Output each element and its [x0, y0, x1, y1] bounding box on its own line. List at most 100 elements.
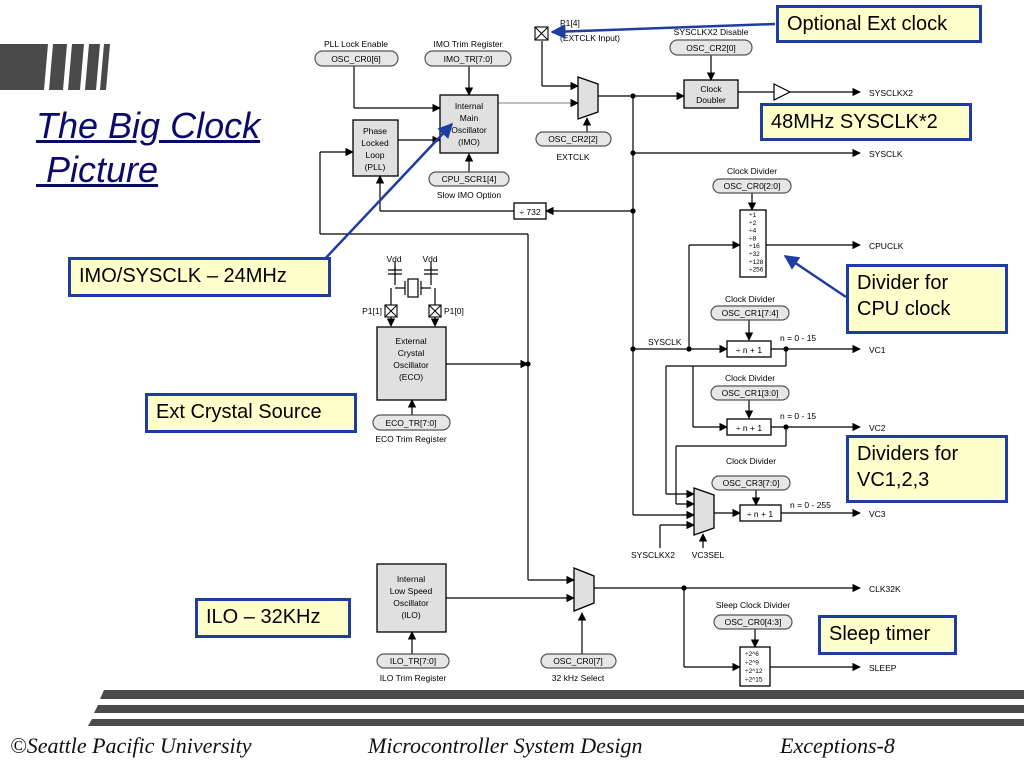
- vc2-reg: OSC_CR1[3:0]: [722, 388, 779, 398]
- sysclkx2-disable-label: SYSCLKX2 Disable: [674, 27, 749, 37]
- p14-sub: (EXTCLK Input): [560, 33, 620, 43]
- vc3-divider-box: [739, 504, 782, 522]
- sleep-divider-values: ÷2^6÷2^9÷2^12÷2^15: [745, 651, 763, 684]
- cpu-divider-value: ÷32: [749, 251, 760, 258]
- vc2-range: n = 0 - 15: [780, 411, 816, 421]
- callout-optional-ext-clock-text: Optional Ext clock: [787, 13, 948, 35]
- eco-block: [376, 326, 447, 401]
- cpu-divider-value: ÷2: [749, 220, 757, 227]
- pll-lock-label: PLL Lock Enable: [324, 39, 388, 49]
- pll-lock-reg: OSC_CR0[6]: [331, 54, 381, 64]
- callout-sysclk-48: 48MHz SYSCLK*2: [760, 103, 972, 141]
- vc1-divider-box: [726, 340, 772, 358]
- sel32k-label: 32 kHz Select: [552, 673, 605, 683]
- sleep-divider-value: ÷2^15: [745, 677, 763, 684]
- callout-ilo-text: ILO – 32KHz: [206, 606, 321, 628]
- out-sysclk: SYSCLK: [869, 149, 903, 159]
- cpu-divider-value: ÷128: [749, 259, 764, 266]
- ilo-trim-label: ILO Trim Register: [380, 673, 447, 683]
- p11-label: P1[1]: [362, 306, 382, 316]
- clk32-mux: [573, 567, 595, 612]
- footer-right: Exceptions-8: [780, 733, 895, 758]
- sysclkx2-disable-reg: OSC_CR2[0]: [686, 43, 736, 53]
- out-vc2: VC2: [869, 423, 886, 433]
- imo-trim-label: IMO Trim Register: [434, 39, 503, 49]
- callout-imo-sysclk-text: IMO/SYSCLK – 24MHz: [79, 265, 287, 287]
- pll-block: [352, 119, 399, 177]
- callout-ext-crystal-text: Ext Crystal Source: [156, 401, 322, 423]
- vc1-div-text: ÷ n + 1: [736, 345, 762, 355]
- pll-text-1: Phase: [363, 126, 387, 136]
- sysclkx2-buffer: [773, 83, 792, 101]
- cpu-divider-value: ÷16: [749, 243, 760, 250]
- blocks: [352, 79, 739, 633]
- footer-left: ©Seattle Pacific University: [10, 733, 252, 758]
- vc3-reg: OSC_CR3[7:0]: [723, 478, 780, 488]
- cpu-clkdiv-reg: OSC_CR0[2:0]: [724, 181, 781, 191]
- imo-text-1: Internal: [455, 101, 483, 111]
- ilo-block: [376, 563, 447, 633]
- cpu-scr-reg: CPU_SCR1[4]: [442, 174, 497, 184]
- vc1-reg: OSC_CR1[7:4]: [722, 308, 779, 318]
- footer-rules: [88, 690, 1024, 726]
- doubler-block: [683, 79, 739, 109]
- imo-text-2: Main: [460, 113, 479, 123]
- osc-cr0-7-reg: OSC_CR0[7]: [553, 656, 603, 666]
- wires: [319, 41, 861, 672]
- p14-label: P1[4]: [560, 18, 580, 28]
- imo-trim-reg: IMO_TR[7:0]: [444, 54, 493, 64]
- callout-sleep-timer: Sleep timer: [818, 615, 957, 655]
- sleep-div-label: Sleep Clock Divider: [716, 600, 790, 610]
- doubler-text-2: Doubler: [696, 95, 726, 105]
- eco-text-2: Crystal: [398, 348, 425, 358]
- vc1-range: n = 0 - 15: [780, 333, 816, 343]
- stripe-logo: [0, 44, 110, 90]
- vc3-div-text: ÷ n + 1: [747, 509, 773, 519]
- sleep-divider-box: [739, 646, 771, 687]
- callout-divider-cpu-line2: CPU clock: [857, 298, 951, 320]
- ilo-text-4: (ILO): [401, 610, 421, 620]
- doubler-text-1: Clock: [700, 84, 722, 94]
- sysclk-in-label: SYSCLK: [648, 337, 682, 347]
- callout-dividers-vc-line1: Dividers for: [857, 443, 959, 465]
- cpu-divider-box: [739, 209, 767, 278]
- sleep-divider-value: ÷2^9: [745, 660, 759, 667]
- eco-trim-label: ECO Trim Register: [375, 434, 446, 444]
- cpu-divider-value: ÷1: [749, 212, 757, 219]
- vc3-range: n = 0 - 255: [790, 500, 831, 510]
- footer-center: Microcontroller System Design: [368, 733, 643, 758]
- out-sleep: SLEEP: [869, 663, 897, 673]
- callout-arrows: [321, 22, 847, 299]
- extclk-mux: [577, 76, 599, 120]
- div732-text: ÷ 732: [519, 207, 540, 217]
- out-cpuclk: CPUCLK: [869, 241, 904, 251]
- sleep-divider-value: ÷2^6: [745, 651, 759, 658]
- vdd-right: Vdd: [422, 254, 437, 264]
- vc2-div-text: ÷ n + 1: [736, 423, 762, 433]
- out-vc1: VC1: [869, 345, 886, 355]
- callout-ext-crystal: Ext Crystal Source: [145, 393, 357, 433]
- slide-title: The Big Clock Picture: [36, 104, 260, 192]
- sysclkx2-in-label: SYSCLKX2: [631, 550, 675, 560]
- callout-optional-ext-clock: Optional Ext clock: [776, 5, 982, 43]
- ilo-text-1: Internal: [397, 574, 425, 584]
- vc3sel-label: VC3SEL: [692, 550, 725, 560]
- vdd-left: Vdd: [386, 254, 401, 264]
- register-pills: [314, 39, 793, 669]
- junction-dots: [525, 93, 789, 591]
- ilo-text-2: Low Speed: [390, 586, 433, 596]
- eco-text-4: (ECO): [399, 372, 423, 382]
- crystal-icon: [388, 262, 438, 298]
- p10-label: P1[0]: [444, 306, 464, 316]
- pll-text-4: (PLL): [365, 162, 386, 172]
- slide-title-line1: The Big Clock: [36, 105, 261, 146]
- cpu-clkdiv-label: Clock Divider: [727, 166, 777, 176]
- cpu-divider-value: ÷8: [749, 235, 757, 242]
- callout-dividers-vc: Dividers for VC1,2,3: [846, 435, 1008, 503]
- callout-dividers-vc-line2: VC1,2,3: [857, 469, 930, 491]
- callout-divider-cpu: Divider for CPU clock: [846, 264, 1008, 334]
- eco-text-3: Oscillator: [393, 360, 429, 370]
- eco-text-1: External: [395, 336, 426, 346]
- ilo-trim-reg: ILO_TR[7:0]: [390, 656, 436, 666]
